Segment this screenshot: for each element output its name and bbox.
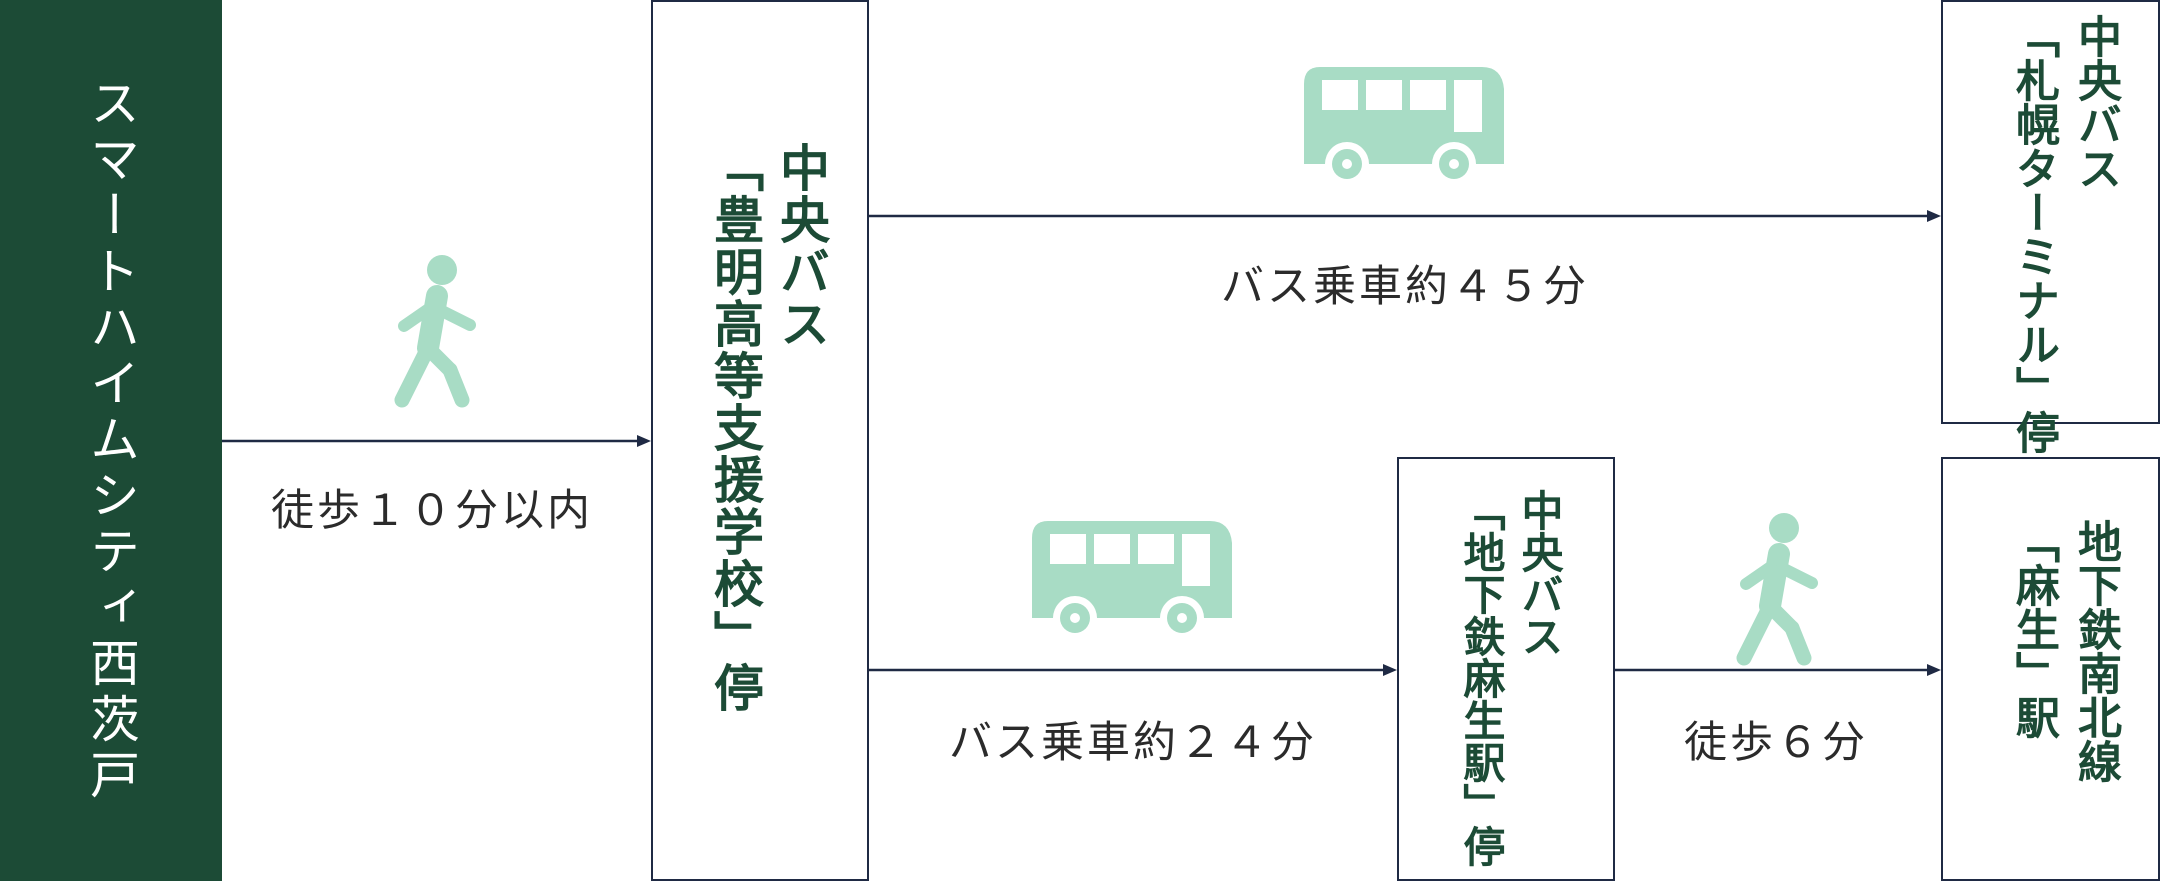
- route-walk-to-stop-label: 徒歩１０分以内: [271, 486, 593, 536]
- arrowhead-3: [1383, 664, 1397, 676]
- stop-asabu-bus: 中央バス 「地下鉄麻生駅」停: [1397, 457, 1615, 881]
- stop-sapporo-line1: 中央バス: [2070, 14, 2121, 190]
- origin-label: スマートハイムシティ西茨戸: [82, 76, 140, 805]
- stop-sapporo-terminal: 中央バス 「札幌ターミナル」停: [1941, 0, 2160, 454]
- stop-asabu-station-line1: 地下鉄南北線: [2070, 519, 2121, 783]
- route-bus-to-sapporo-label: バス乗車約４５分: [1221, 262, 1589, 312]
- arrowhead-4: [1927, 664, 1941, 676]
- origin-block: スマートハイムシティ西茨戸: [0, 0, 222, 881]
- route-bus-to-asabu-label: バス乗車約２４分: [949, 718, 1317, 768]
- walking-person-icon: [1736, 513, 1818, 666]
- arrowhead-2: [1927, 210, 1941, 222]
- bus-icon: [1304, 67, 1504, 186]
- stop-asabu-station: 地下鉄南北線 「麻生」駅: [1941, 457, 2160, 881]
- bus-icon: [1032, 521, 1232, 640]
- arrowhead-1: [637, 435, 651, 447]
- stop-asabu-station-line2: 「麻生」駅: [2008, 519, 2059, 739]
- stop-sapporo-line2: 「札幌ターミナル」停: [2008, 14, 2059, 454]
- stop-toyoake-line2: 「豊明高等支援学校」停: [706, 142, 765, 714]
- stop-asabu-bus-line1: 中央バス: [1515, 489, 1564, 657]
- stop-toyoake: 中央バス 「豊明高等支援学校」停: [651, 0, 869, 881]
- stop-toyoake-line1: 中央バス: [772, 142, 831, 350]
- stop-asabu-bus-line2: 「地下鉄麻生駅」停: [1457, 489, 1506, 867]
- walking-person-icon: [394, 255, 476, 408]
- route-walk-to-station-label: 徒歩６分: [1684, 718, 1868, 768]
